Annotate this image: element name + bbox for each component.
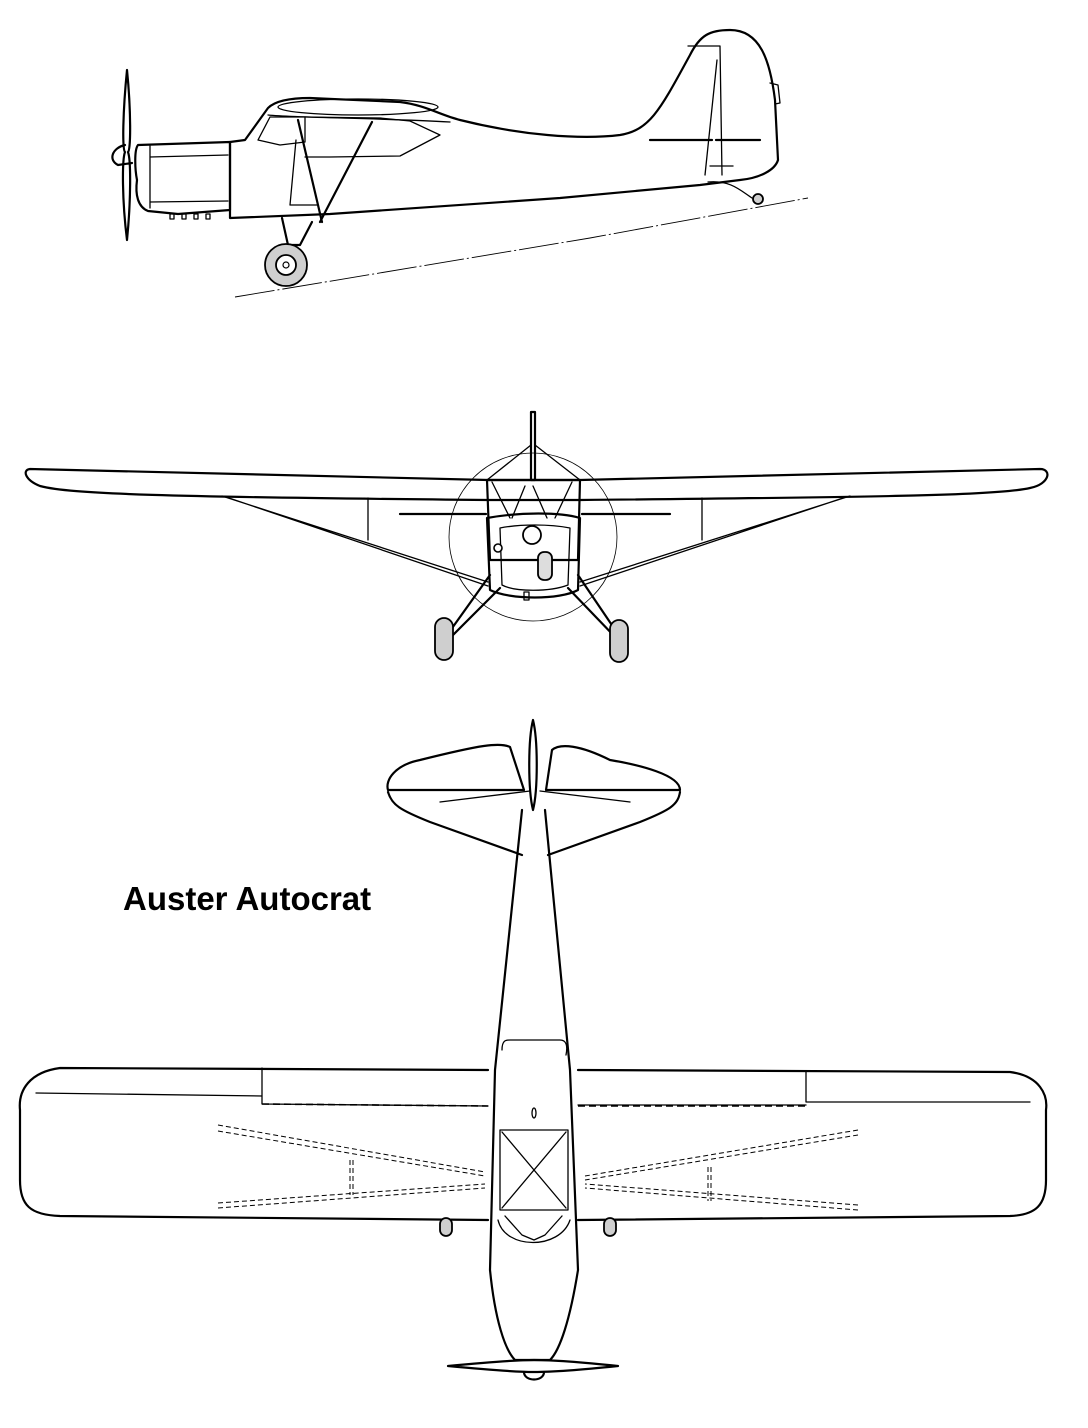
fin <box>529 410 537 482</box>
drawing-title: Auster Autocrat <box>123 880 372 917</box>
tail-unit <box>648 45 781 205</box>
main-landing-gear <box>434 573 629 663</box>
wing-struts <box>289 118 374 224</box>
propeller-disc <box>448 452 618 622</box>
fin <box>528 718 538 812</box>
right-wheel <box>603 1217 617 1237</box>
wing-struts <box>221 495 851 587</box>
ground-line <box>234 197 809 298</box>
left-wing <box>18 1066 490 1222</box>
main-landing-gear <box>264 216 314 287</box>
left-wheel <box>439 1217 453 1237</box>
fuselage <box>488 808 580 1362</box>
side-view <box>0 0 1088 320</box>
horizontal-tail <box>386 743 682 857</box>
cabin-frame <box>497 1107 571 1243</box>
engine-cowling <box>134 140 232 220</box>
propeller <box>446 1358 620 1381</box>
front-view <box>0 400 1088 680</box>
engine-nose <box>485 512 582 601</box>
top-view <box>0 710 1088 1428</box>
wing <box>24 467 1049 502</box>
propeller <box>111 68 134 242</box>
fuselage <box>228 28 780 220</box>
right-wing <box>576 1068 1048 1222</box>
